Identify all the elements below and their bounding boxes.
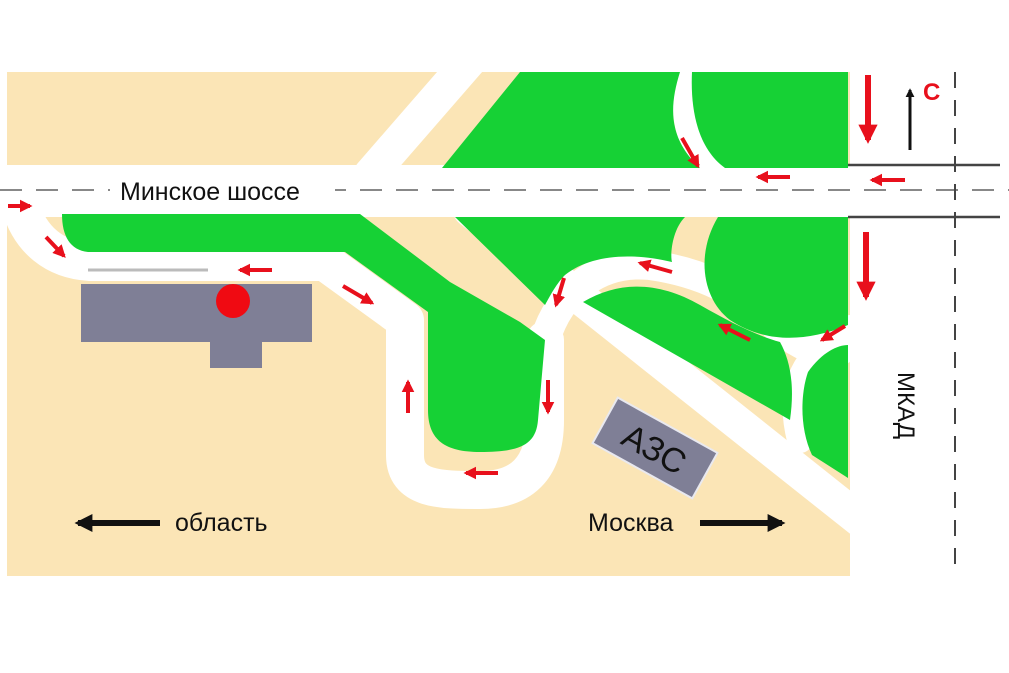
route-arrow-icon: [680, 137, 700, 169]
green-circle-right: [704, 217, 848, 338]
route-arrow-icon: [552, 277, 566, 308]
highway-label: Минское шоссе: [120, 178, 300, 206]
north-label: С: [923, 79, 940, 106]
direction-city: Москва: [588, 509, 786, 537]
route-arrow-icon: [819, 324, 847, 342]
route-arrow-icon: [717, 323, 751, 342]
route-arrows: [8, 137, 905, 480]
region-label: область: [175, 509, 268, 537]
route-arrow-icon: [637, 259, 673, 274]
city-label: Москва: [588, 509, 673, 537]
building: [81, 268, 312, 368]
mkad-direction-arrows: [856, 75, 878, 301]
mkad-road: [848, 72, 1000, 576]
ring-road-label: МКАД: [892, 372, 919, 439]
right-loop: [782, 327, 843, 453]
exit-ramp: [1, 186, 564, 509]
green-areas: [62, 72, 848, 478]
route-arrow-icon: [44, 235, 66, 258]
north-indicator: С: [905, 79, 940, 150]
green-top-center: [442, 72, 700, 168]
green-mid-left: [455, 217, 685, 305]
route-arrow-icon: [341, 284, 375, 305]
highway-label-bg: [110, 176, 335, 204]
direction-region: область: [74, 509, 268, 537]
green-strip-left: [62, 214, 545, 452]
green-top-right: [691, 72, 848, 168]
location-marker-icon: [216, 284, 250, 318]
green-bottom-right: [802, 345, 848, 478]
green-mid-bottom: [583, 286, 792, 420]
